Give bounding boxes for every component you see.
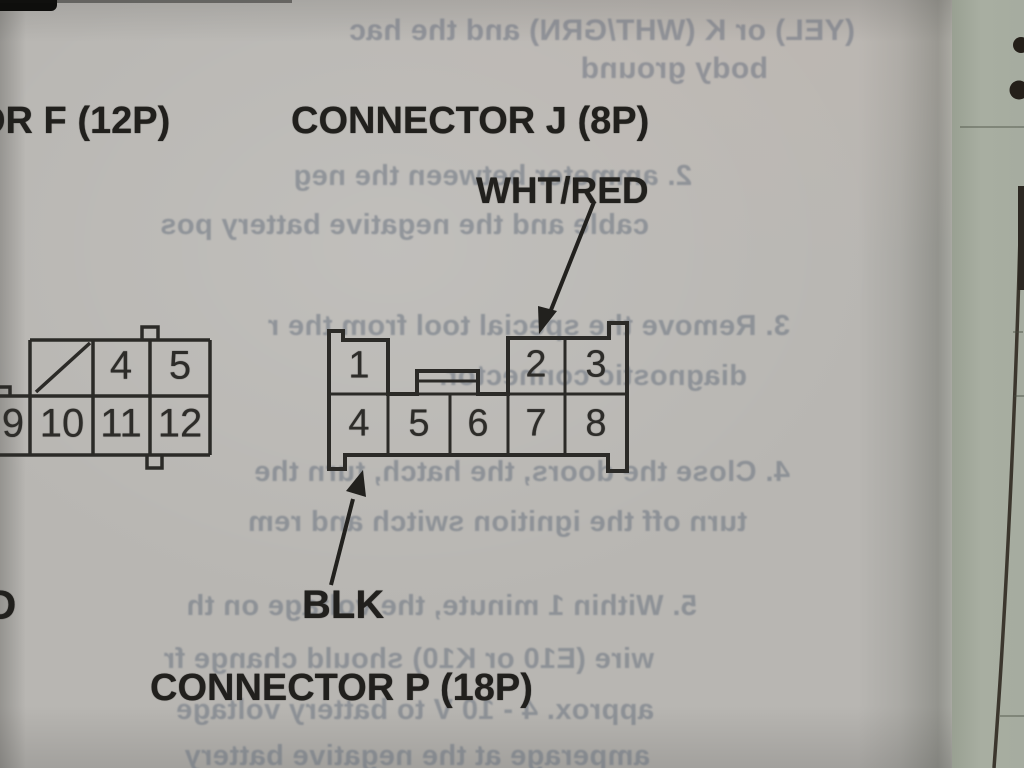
facing-page-edge-marks — [960, 37, 1024, 768]
connector-f-heading: OR F (12P) — [0, 100, 171, 142]
facing-page-edge — [952, 0, 1024, 768]
connector-f-pin-4: 4 — [109, 343, 133, 388]
connector-f-bottom-tab — [145, 455, 164, 470]
connector-j-pin-3: 3 — [585, 343, 607, 386]
connector-f-pin-5: 5 — [168, 343, 192, 388]
connector-j-outline — [327, 321, 629, 473]
connector-f-pin-9: 9 — [1, 401, 25, 446]
connector-j-pin-6: 6 — [467, 402, 489, 445]
connector-j-pin-1: 1 — [348, 344, 370, 387]
connector-j-pin-7: 7 — [525, 402, 547, 445]
connector-j-pin-2: 2 — [525, 343, 547, 386]
connector-j-pin-4: 4 — [348, 402, 370, 445]
wht-red-arrow — [538, 201, 596, 334]
wht-red-wire-label: WHT/RED — [476, 170, 649, 211]
connector-p-heading: CONNECTOR P (18P) — [150, 667, 533, 709]
connector-j-heading: CONNECTOR J (8P) — [291, 100, 650, 142]
blk-arrow — [329, 470, 366, 586]
connector-j-pin-5: 5 — [408, 402, 430, 445]
page-edge-line — [992, 191, 1023, 768]
photo-dark-corner — [0, 0, 57, 11]
page-edge-mark — [1013, 37, 1024, 53]
connector-f-top-tab — [140, 325, 160, 340]
connector-j-pin-dividers — [331, 338, 625, 454]
partial-letter-d: D — [0, 581, 17, 628]
connector-f-pin-10: 10 — [39, 401, 85, 446]
connector-f-pin-11: 11 — [100, 401, 142, 446]
photo-top-edge — [0, 0, 292, 3]
connector-j-pin-8: 8 — [585, 402, 607, 445]
connector-f-pin-12: 12 — [157, 401, 203, 446]
page-edge-mark — [1009, 80, 1024, 100]
connector-f-outline — [0, 325, 212, 470]
connector-f-blocked-pin-slash — [34, 341, 92, 394]
blk-wire-label: BLK — [302, 583, 385, 627]
